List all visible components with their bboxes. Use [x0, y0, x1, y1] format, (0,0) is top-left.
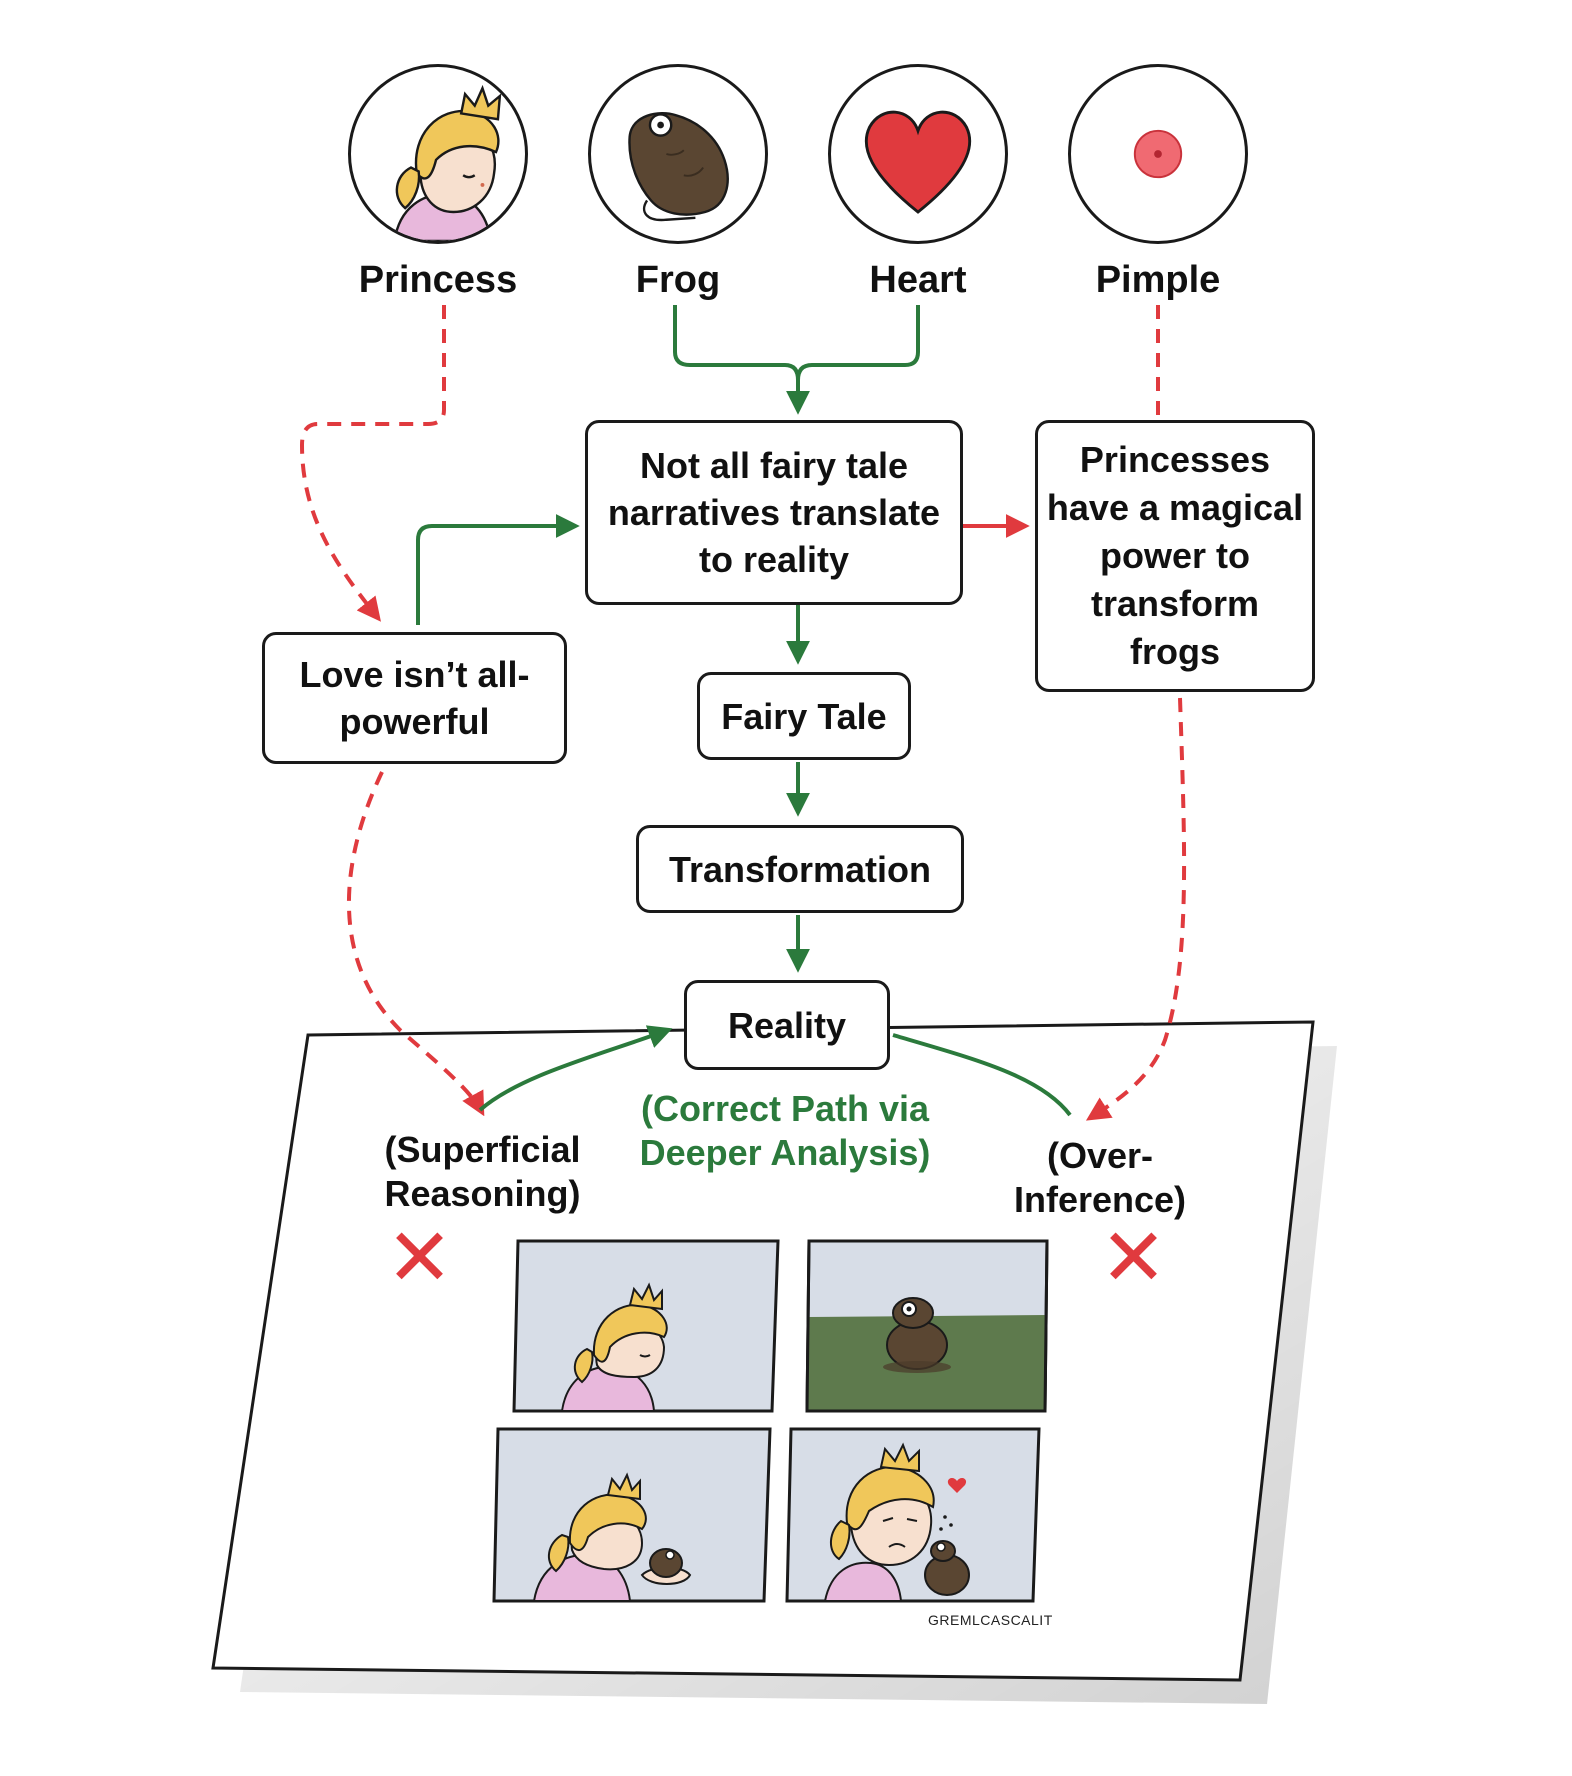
edge-superficial-reality [478, 1025, 673, 1112]
princess-icon [348, 64, 528, 244]
heart-label: Heart [869, 259, 967, 301]
note-superficial-reasoning: (Superficial Reasoning) [384, 1129, 581, 1214]
note-correct-path: (Correct Path via Deeper Analysis) [639, 1088, 931, 1173]
edge-heart-merge [796, 305, 920, 381]
wrong-x-icon-left: ✕ [386, 1213, 454, 1302]
wrong-x-icon-right: ✕ [1100, 1213, 1168, 1302]
comic-credit: GREMLCASCALIT [928, 1612, 1053, 1628]
comic-panel-frog-on-grass [805, 1239, 1049, 1413]
pimple-label: Pimple [1095, 259, 1221, 301]
frog-label: Frog [635, 259, 721, 301]
comic-panel-princess-holding-frog [492, 1427, 772, 1603]
edge-princesses-overinference [1085, 697, 1187, 1121]
box-reality: Reality [684, 980, 890, 1070]
box-fairy-tale: Fairy Tale [697, 672, 911, 760]
edge-reality-overinference [892, 1033, 1072, 1117]
edge-love-notall [416, 514, 580, 625]
box-love-not-all-powerful: Love isn’t all-powerful [262, 632, 567, 764]
heart-icon [828, 64, 1008, 244]
edge-princess-love [299, 305, 446, 622]
comic-panel-princess-frowning-at-frog [785, 1427, 1041, 1603]
box-not-all-fairy-tales: Not all fairy tale narratives translate … [585, 420, 963, 605]
edge-love-superficial [347, 771, 485, 1117]
pimple-icon [1068, 64, 1248, 244]
edge-frog-merge [673, 305, 810, 415]
frog-icon [588, 64, 768, 244]
note-over-inference: (Over-Inference) [1013, 1135, 1187, 1220]
box-princesses-magical-power: Princesses have a magical power to trans… [1035, 420, 1315, 692]
comic-panel-princess-looking-down [512, 1239, 780, 1413]
princess-label: Princess [358, 259, 518, 301]
box-transformation: Transformation [636, 825, 964, 913]
